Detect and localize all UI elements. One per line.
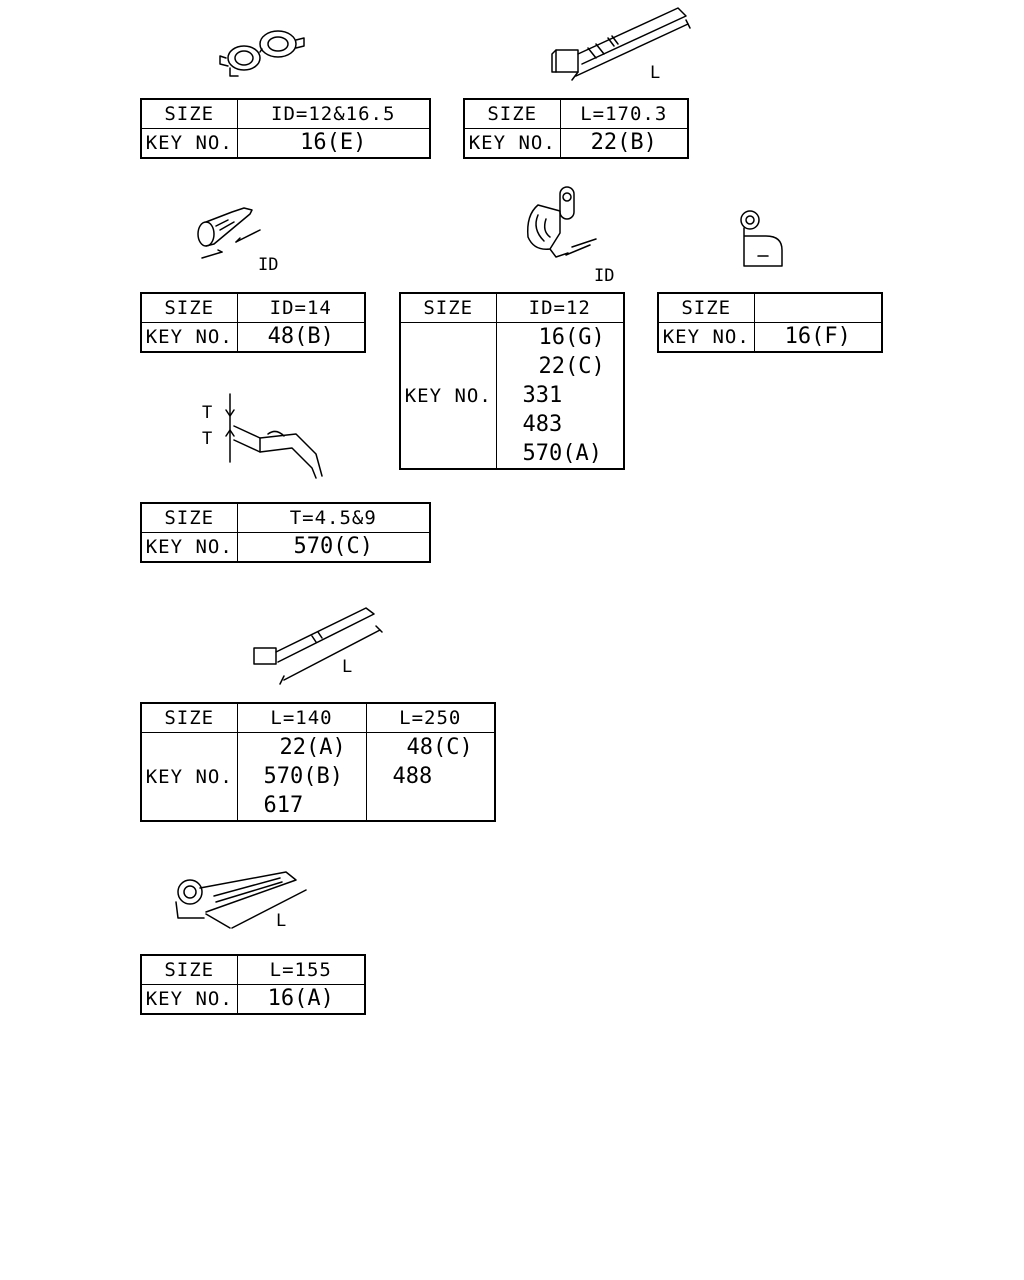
slotted-tie-illustration: L <box>175 871 307 931</box>
spec-table-part-1: SIZE ID=12&16.5 KEY NO. 16(E) <box>140 98 431 159</box>
key-no-label: KEY NO. <box>140 128 238 159</box>
size-value: L=250 <box>365 702 496 733</box>
key-no-value: 48(B) <box>236 322 366 353</box>
key-no-value: 488 <box>392 764 433 789</box>
dim-symbol-id: ID <box>258 255 278 275</box>
spec-table-part-4: SIZE ID=12 KEY NO. 16(G) 22(C) 331 483 5… <box>399 292 625 470</box>
size-value: L=140 <box>236 702 367 733</box>
key-no-value: 570(A) <box>522 441 602 466</box>
spec-table-part-7: SIZE L=140 L=250 KEY NO. 22(A) 570(B) 61… <box>140 702 496 822</box>
key-no-label: KEY NO. <box>140 532 238 563</box>
key-no-value: 617 <box>263 793 304 818</box>
size-value: ID=12 <box>495 292 625 323</box>
cable-tie-illustration: L <box>551 7 691 83</box>
key-no-value: 570(C) <box>236 532 431 563</box>
cable-tie-long-illustration: L <box>253 607 383 685</box>
size-label: SIZE <box>463 98 561 129</box>
size-label: SIZE <box>140 702 238 733</box>
size-label: SIZE <box>657 292 755 323</box>
size-value: ID=12&16.5 <box>236 98 431 129</box>
grommet-clip-illustration: ID <box>197 207 278 275</box>
spec-table-part-2: SIZE L=170.3 KEY NO. 22(B) <box>463 98 689 159</box>
key-no-value: 483 <box>522 412 563 437</box>
size-label: SIZE <box>399 292 497 323</box>
size-label: SIZE <box>140 292 238 323</box>
key-no-value: 48(C) <box>406 735 473 760</box>
key-no-value-list: 22(A) 570(B) 617 <box>236 732 367 822</box>
spec-table-part-8: SIZE L=155 KEY NO. 16(A) <box>140 954 366 1015</box>
key-no-label: KEY NO. <box>140 984 238 1015</box>
spec-table-part-6: SIZE T=4.5&9 KEY NO. 570(C) <box>140 502 431 563</box>
double-ring-clip-illustration <box>219 30 305 77</box>
small-clamp-illustration <box>740 210 783 267</box>
key-no-value: 16(E) <box>236 128 431 159</box>
key-no-value: 22(A) <box>279 735 346 760</box>
key-no-value: 22(B) <box>559 128 689 159</box>
key-no-value: 16(A) <box>236 984 366 1015</box>
size-value: L=170.3 <box>559 98 689 129</box>
size-label: SIZE <box>140 98 238 129</box>
key-no-value: 16(F) <box>753 322 883 353</box>
key-no-label: KEY NO. <box>140 322 238 353</box>
key-no-label: KEY NO. <box>463 128 561 159</box>
size-value: ID=14 <box>236 292 366 323</box>
dim-symbol-l: L <box>276 911 286 931</box>
key-no-value-list: 48(C) 488 <box>365 732 496 822</box>
size-label: SIZE <box>140 954 238 985</box>
spec-table-part-3: SIZE ID=14 KEY NO. 48(B) <box>140 292 366 353</box>
p-clamp-tab-illustration: ID <box>526 186 614 286</box>
key-no-label: KEY NO. <box>140 732 238 822</box>
size-value <box>753 292 883 323</box>
size-label: SIZE <box>140 502 238 533</box>
spec-table-part-5: SIZE KEY NO. 16(F) <box>657 292 883 353</box>
size-value: L=155 <box>236 954 366 985</box>
dim-symbol-l: L <box>342 657 352 677</box>
t-bracket-illustration: T T <box>202 393 323 479</box>
key-no-value: 570(B) <box>263 764 343 789</box>
key-no-label: KEY NO. <box>399 322 497 470</box>
dim-symbol-t-2: T <box>202 429 212 449</box>
key-no-value: 331 <box>522 383 563 408</box>
dim-symbol-id: ID <box>594 266 614 286</box>
dim-symbol-t-1: T <box>202 403 212 423</box>
key-no-value: 16(G) <box>538 325 605 350</box>
size-value: T=4.5&9 <box>236 502 431 533</box>
key-no-value-list: 16(G) 22(C) 331 483 570(A) <box>495 322 625 470</box>
dim-symbol-l: L <box>650 63 660 83</box>
key-no-value: 22(C) <box>538 354 605 379</box>
key-no-label: KEY NO. <box>657 322 755 353</box>
